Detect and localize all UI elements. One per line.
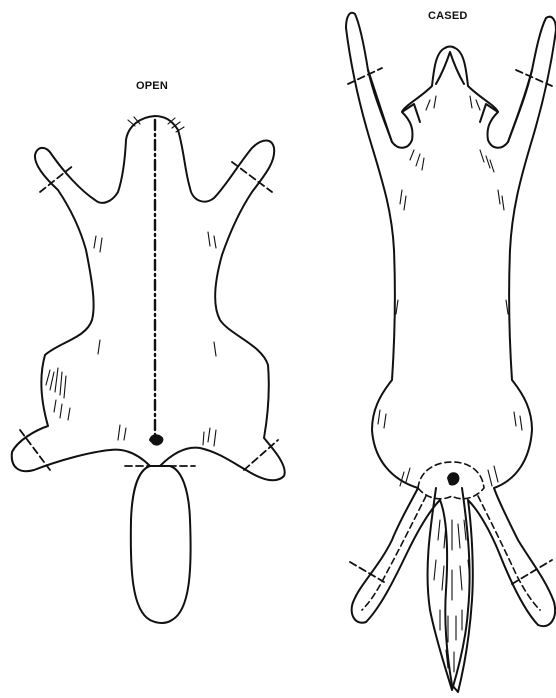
cased-right-foreleg-cut — [516, 70, 552, 86]
cased-right-ear — [480, 104, 498, 122]
open-vent-mark — [150, 435, 162, 444]
open-left-hindleg-cut — [20, 430, 50, 470]
cased-right-foreleg-inner — [508, 70, 532, 142]
cased-head-snout — [436, 52, 464, 84]
open-right-foreleg-cut — [232, 162, 272, 192]
open-right-hindleg-cut — [244, 440, 278, 470]
cased-vent-mark — [448, 473, 458, 484]
cased-right-hindleg-dashed — [478, 496, 540, 610]
cased-fur-hatching — [378, 96, 522, 672]
cased-left-ear — [402, 104, 420, 122]
cased-left-hindleg-dashed — [362, 496, 426, 610]
cased-pelt — [346, 13, 556, 692]
open-pelt-tail — [131, 466, 191, 623]
open-pelt — [12, 116, 285, 623]
cased-left-foreleg-inner — [368, 70, 392, 142]
